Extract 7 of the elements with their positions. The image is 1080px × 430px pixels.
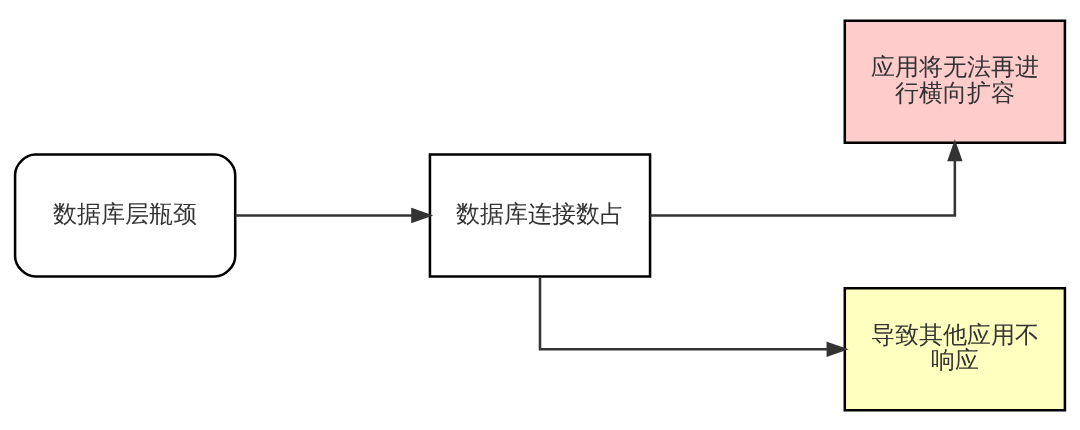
node-box: 应用将无法再进行横向扩容 (843, 19, 1067, 144)
node-box: 数据库连接数占 (428, 152, 652, 278)
node-box: 导致其他应用不响应 (843, 286, 1067, 411)
arrow (650, 138, 963, 217)
arrow (235, 207, 434, 223)
node-box: 数据库层瓶颈 (13, 152, 237, 278)
arrow (538, 276, 849, 357)
